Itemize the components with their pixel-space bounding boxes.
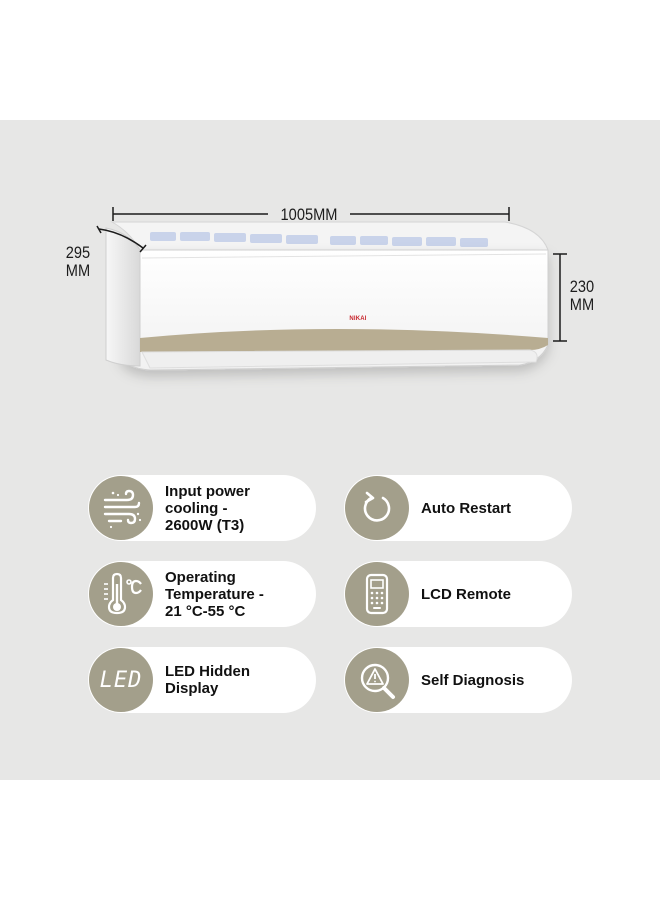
- height-dimension-label-value: 230: [569, 277, 595, 296]
- feature-self-diagnosis: Self Diagnosis: [344, 647, 572, 713]
- feature-label: Input power cooling - 2600W (T3): [165, 482, 250, 534]
- feature-label: Auto Restart: [421, 499, 512, 517]
- feature-operating-temperature: Operating Temperature - 21 °C-55 °C: [88, 561, 316, 627]
- width-dimension-label: 1005MM: [280, 205, 338, 224]
- thermometer-icon: [89, 562, 153, 626]
- restart-icon: [345, 476, 409, 540]
- depth-dimension-label-value: 295: [65, 243, 91, 262]
- height-dimension-label-unit: MM: [569, 295, 595, 314]
- brand-logo: NIKAI: [349, 316, 367, 322]
- feature-label: Self Diagnosis: [421, 671, 525, 689]
- airflow-icon: [89, 476, 153, 540]
- feature-auto-restart: Auto Restart: [344, 475, 572, 541]
- feature-label: Operating Temperature - 21 °C-55 °C: [165, 568, 264, 620]
- feature-led-display: LED LED Hidden Display: [88, 647, 316, 713]
- depth-dimension-label-unit: MM: [65, 261, 91, 280]
- led-icon: LED: [89, 648, 153, 712]
- diagnosis-icon: [345, 648, 409, 712]
- feature-label: LCD Remote: [421, 585, 512, 603]
- feature-label: LED Hidden Display: [165, 663, 250, 697]
- remote-icon: [345, 562, 409, 626]
- led-icon-text: LED: [99, 667, 143, 693]
- feature-input-power: Input power cooling - 2600W (T3): [88, 475, 316, 541]
- feature-lcd-remote: LCD Remote: [344, 561, 572, 627]
